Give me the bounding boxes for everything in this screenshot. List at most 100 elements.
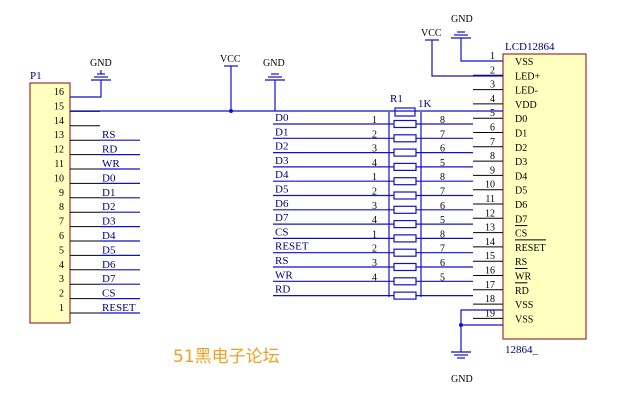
p1-net-label: RESET — [102, 302, 136, 314]
p1-pin-number: 8 — [59, 202, 64, 213]
p1-pin-number: 5 — [59, 245, 64, 256]
lcd-pin-name: RD — [515, 286, 529, 297]
mid-net-label: WR — [275, 269, 293, 281]
rnet-resistor — [393, 205, 417, 214]
lcd-pin-number: 11 — [485, 194, 495, 205]
p1-net-label: CS — [102, 288, 115, 300]
lcd-module: LCD12864 12864_ 1VSS2LED+3LED-4VDD5D06D1… — [473, 41, 587, 356]
p1-net-label: RD — [102, 144, 117, 156]
lcd-pin-number: 17 — [485, 280, 495, 291]
rnet-top-resistor — [394, 107, 416, 117]
rnet-resistor — [393, 277, 417, 286]
mid-net-label: D6 — [275, 198, 289, 210]
p1-pin-number: 10 — [54, 173, 64, 184]
lcd-pin-name: RESET — [515, 243, 546, 254]
p1-pin-number: 1 — [59, 303, 64, 314]
p1-pin-number: 15 — [54, 101, 64, 112]
rnet-resistor — [393, 177, 417, 186]
p1-net-label: D1 — [102, 187, 115, 199]
lcd-pin-name: VSS — [515, 314, 533, 325]
p1-net-label: D5 — [102, 244, 116, 256]
p1-net-label: D7 — [102, 273, 116, 285]
lcd-pin-number: 1 — [490, 51, 495, 62]
mid-net-label: RS — [275, 255, 288, 267]
rnet-left-pin: 4 — [372, 272, 377, 283]
rnet-resistor — [393, 234, 417, 243]
p1-pin-number: 6 — [59, 231, 64, 242]
gnd-label-p1: GND — [90, 58, 112, 69]
lcd-pin-number: 13 — [485, 223, 495, 234]
p1-pin-number: 12 — [54, 145, 64, 156]
p1-pin-number: 11 — [54, 159, 64, 170]
rnet-right-pin: 7 — [440, 129, 445, 140]
rnet-left-pin: 2 — [372, 244, 377, 255]
mid-net-label: D4 — [275, 169, 289, 181]
lcd-pin-number: 14 — [485, 237, 495, 248]
rnet-right-pin: 7 — [440, 244, 445, 255]
rnet-right-pin: 5 — [440, 215, 445, 226]
rnet-left-pin: 1 — [372, 115, 377, 126]
wire-p1-16-gnd — [70, 80, 102, 98]
p1-net-label: WR — [102, 158, 120, 170]
rnet-resistor — [393, 191, 417, 200]
gnd-symbol-p1: GND — [90, 58, 112, 81]
rnet-right-pin: 6 — [440, 258, 445, 269]
p1-pin-number: 14 — [54, 116, 64, 127]
rnet-left-pin: 1 — [372, 172, 377, 183]
wire-lcd-2-vcc — [431, 40, 503, 77]
gnd-symbol-top: GND — [451, 14, 473, 39]
mid-net-label: D1 — [275, 126, 288, 138]
lcd-pin-name: LED+ — [515, 71, 540, 82]
p1-body — [29, 82, 71, 324]
lcd-pin-number: 9 — [490, 165, 495, 176]
lcd-pin-name: D3 — [515, 157, 527, 168]
lcd-pin-name: D2 — [515, 143, 527, 154]
rnet-left-pin: 3 — [372, 258, 377, 269]
rnet-resistor — [393, 262, 417, 272]
lcd-ref: LCD12864 — [505, 41, 555, 53]
rnet-right-pin: 8 — [440, 172, 445, 183]
rnet-resistor — [393, 119, 417, 129]
lcd-pin-name: VSS — [515, 57, 533, 68]
gnd-symbol-mid: GND — [263, 58, 285, 81]
lcd-pin-number: 8 — [490, 151, 495, 162]
rnet-right-pin: 6 — [440, 201, 445, 212]
lcd-pin-name: WR — [515, 272, 531, 283]
lcd-pin-number: 15 — [485, 251, 495, 262]
lcd-pin-name: VDD — [515, 100, 537, 111]
lcd-pin-number: 6 — [490, 123, 495, 134]
rnet-resistor — [393, 220, 417, 229]
vcc-label-top: VCC — [421, 28, 442, 39]
gnd-label-mid: GND — [263, 58, 285, 69]
p1-pin-number: 16 — [54, 87, 64, 98]
junction-gnd-bottom — [459, 323, 463, 327]
lcd-pin-number: 18 — [485, 294, 495, 305]
mid-net-label: D7 — [275, 212, 289, 224]
lcd-pin-name: D0 — [515, 114, 527, 125]
lcd-pin-number: 7 — [490, 137, 495, 148]
p1-net-label: D3 — [102, 216, 116, 228]
mid-net-label: RESET — [275, 241, 309, 253]
lcd-pin-number: 10 — [485, 180, 495, 191]
lcd-pin-name: LED- — [515, 86, 538, 97]
rnet-left-pin: 4 — [372, 158, 377, 169]
power-wiring: GND VCC GND GND VCC — [70, 14, 503, 385]
p1-pin-number: 3 — [59, 274, 64, 285]
p1-pin-number: 2 — [59, 289, 64, 300]
p1-net-label: D6 — [102, 259, 116, 271]
gnd-label-bottom: GND — [451, 374, 473, 385]
lcd-pin-name: CS — [515, 229, 527, 240]
lcd-pins: 1VSS2LED+3LED-4VDD5D06D17D28D39D410D511D… — [473, 51, 546, 325]
gnd-label-top: GND — [451, 14, 473, 25]
vcc-symbol-top: VCC — [421, 28, 442, 41]
rnet-resistor — [393, 134, 417, 143]
wire-lcd-1-gnd — [460, 38, 503, 62]
rnet-value: 1K — [418, 98, 432, 110]
rnet-left-pin: 2 — [372, 187, 377, 198]
p1-pin-number: 4 — [59, 260, 64, 271]
rnet-left-pin: 3 — [372, 144, 377, 155]
